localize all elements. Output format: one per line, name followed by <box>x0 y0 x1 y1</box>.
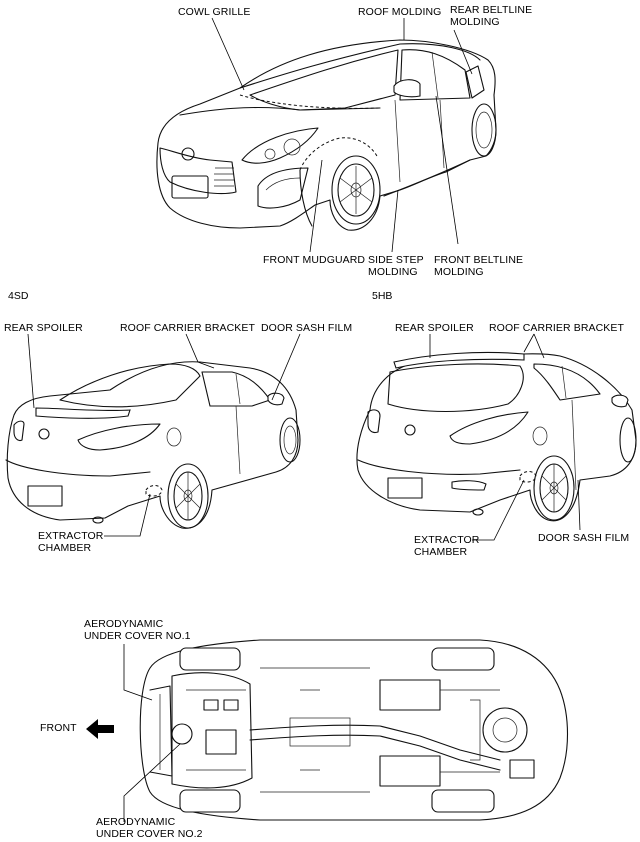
front-direction-label: FRONT <box>40 722 77 734</box>
roof-molding-label: ROOF MOLDING <box>358 6 442 18</box>
aero-under-cover-1-label: AERODYNAMIC UNDER COVER NO.1 <box>84 618 191 642</box>
door-sash-film-4sd-label: DOOR SASH FILM <box>261 322 353 334</box>
door-sash-film-5hb-label: DOOR SASH FILM <box>538 532 630 544</box>
roof-carrier-bracket-4sd-label: ROOF CARRIER BRACKET <box>120 322 256 334</box>
front-arrow-icon <box>86 719 114 739</box>
hatchback-rear-view <box>356 351 637 522</box>
hatchback-variant-label: 5HB <box>372 290 393 302</box>
rear-spoiler-5hb-label: REAR SPOILER <box>395 322 474 334</box>
front-beltline-molding-label: FRONT BELTLINE MOLDING <box>434 254 524 278</box>
sedan-variant-label: 4SD <box>8 290 29 302</box>
extractor-chamber-5hb-label: EXTRACTOR CHAMBER <box>414 534 480 558</box>
front-mudguard-label: FRONT MUDGUARD <box>263 254 366 266</box>
rear-spoiler-4sd-label: REAR SPOILER <box>4 322 83 334</box>
front-view-car <box>156 39 497 231</box>
aero-under-cover-2-label: AERODYNAMIC UNDER COVER NO.2 <box>96 816 203 840</box>
rear-beltline-molding-label: REAR BELTLINE MOLDING <box>450 4 533 28</box>
side-step-molding-label: SIDE STEP MOLDING <box>368 254 424 278</box>
cowl-grille-label: COWL GRILLE <box>178 6 251 18</box>
roof-carrier-bracket-5hb-label: ROOF CARRIER BRACKET <box>489 322 625 334</box>
extractor-chamber-4sd-label: EXTRACTOR CHAMBER <box>38 530 104 554</box>
leader-lines <box>27 17 581 822</box>
underbody-view <box>139 639 569 821</box>
sedan-rear-view <box>5 361 301 529</box>
